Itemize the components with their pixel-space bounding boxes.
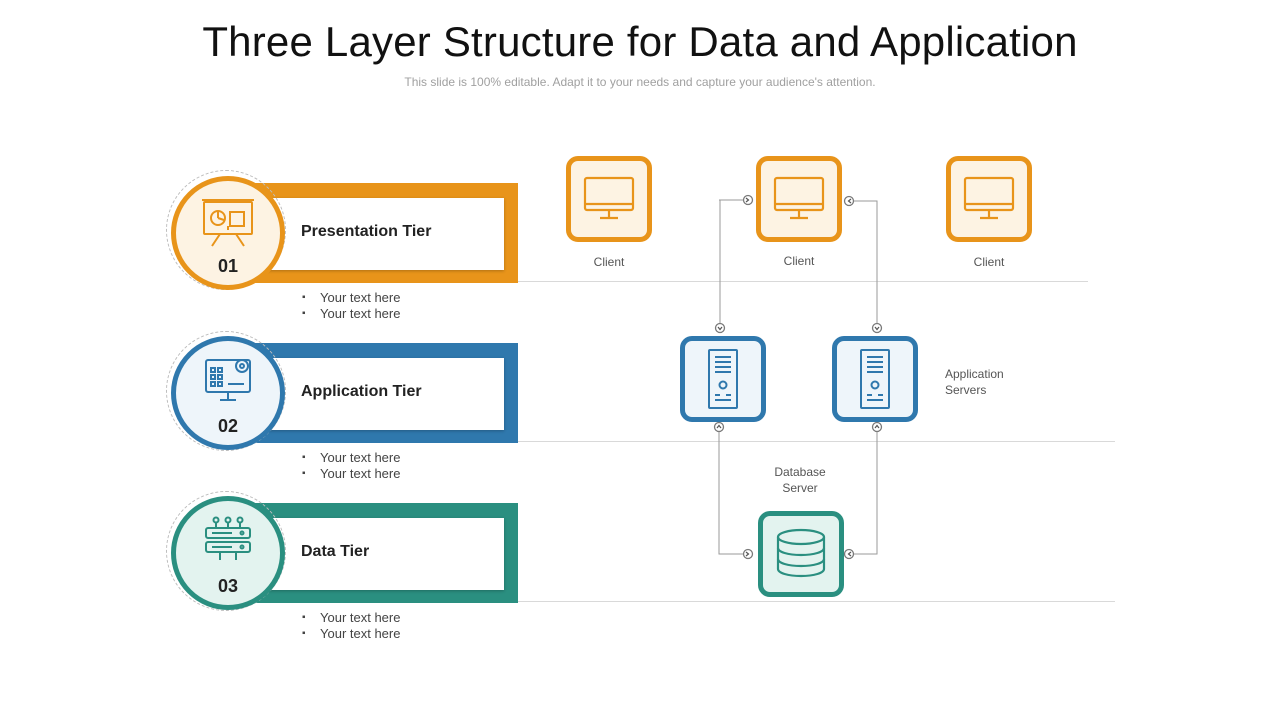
client-node — [946, 156, 1032, 242]
connector-client-to-app-server-2 — [849, 200, 878, 328]
database-label-line2: Server — [782, 481, 818, 495]
tier-label-data: Data Tier — [301, 543, 370, 560]
client-node — [756, 156, 842, 242]
app-servers-label-line1: Application — [945, 367, 1004, 381]
bullet-item: Your text here — [302, 626, 400, 642]
database-icon — [776, 528, 826, 578]
tier-number: 02 — [217, 416, 239, 436]
server-tower-icon — [860, 349, 890, 409]
client-label: Client — [593, 255, 625, 269]
tier-number: 01 — [217, 256, 239, 276]
bullet-item: Your text here — [302, 450, 400, 466]
tier-box-presentation — [260, 198, 504, 270]
arrow-head — [871, 421, 883, 433]
server-tower-icon — [708, 349, 738, 409]
tier-circle-outline — [166, 491, 286, 611]
separator-line — [518, 441, 1115, 442]
monitor-icon — [773, 176, 825, 220]
arrow-head — [871, 322, 883, 334]
presentation-board-icon — [202, 199, 254, 247]
tier-number: 03 — [217, 576, 239, 596]
app-servers-label: Application Servers — [945, 366, 1065, 398]
page-subtitle: This slide is 100% editable. Adapt it to… — [404, 75, 876, 89]
tier-circle-outline — [166, 331, 286, 451]
arrow-head — [713, 421, 725, 433]
app-servers-label-line2: Servers — [945, 383, 987, 397]
bullet-item: Your text here — [302, 306, 400, 322]
app-server-node — [832, 336, 918, 422]
page-title: Three Layer Structure for Data and Appli… — [202, 18, 1078, 65]
tier-label-application: Application Tier — [301, 383, 422, 400]
tier-bullets: Your text here Your text here — [302, 610, 400, 642]
server-rack-icon — [205, 516, 251, 560]
arrow-head — [714, 322, 726, 334]
database-node — [758, 511, 844, 597]
monitor-icon — [963, 176, 1015, 220]
connector-app-server-2-to-database — [849, 427, 878, 555]
database-label-line1: Database — [774, 465, 826, 479]
connector-app-server-1-to-database — [718, 427, 748, 555]
bullet-item: Your text here — [302, 290, 400, 306]
tier-bullets: Your text here Your text here — [302, 450, 400, 482]
client-node — [566, 156, 652, 242]
separator-line — [518, 281, 1088, 282]
bullet-item: Your text here — [302, 610, 400, 626]
database-label: Database Server — [750, 464, 850, 496]
app-server-node — [680, 336, 766, 422]
bullet-item: Your text here — [302, 466, 400, 482]
client-label: Client — [973, 255, 1005, 269]
tier-bullets: Your text here Your text here — [302, 290, 400, 322]
monitor-icon — [583, 176, 635, 220]
monitor-settings-icon — [205, 359, 251, 401]
client-label: Client — [783, 254, 815, 268]
tier-label-presentation: Presentation Tier — [301, 223, 432, 240]
tier-box-data — [260, 518, 504, 590]
connector-client-to-app-server-1 — [719, 199, 748, 328]
separator-line — [518, 601, 1115, 602]
tier-box-application — [260, 358, 504, 430]
